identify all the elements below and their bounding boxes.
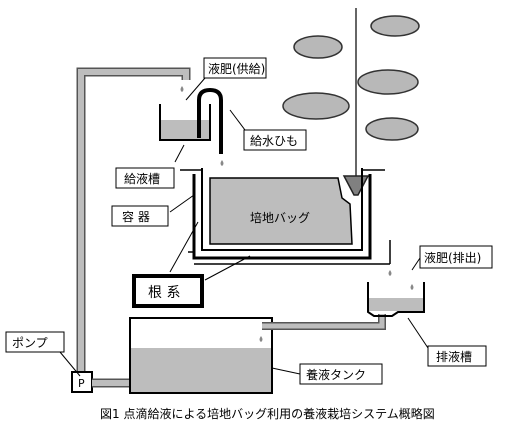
leader-line <box>174 144 185 163</box>
label-box <box>115 167 175 189</box>
leaf <box>370 15 420 37</box>
label-roots: 根 系 <box>148 285 180 301</box>
supply-tank-liquid <box>161 120 209 139</box>
pump-symbol: P <box>78 377 85 390</box>
label-drain-fertilizer: 液肥(排出) <box>424 250 481 265</box>
drip-drop <box>180 86 184 92</box>
leader-line <box>204 255 251 281</box>
label-box <box>5 331 65 353</box>
label-box <box>419 245 493 269</box>
label-box <box>203 57 267 79</box>
container-inner-wall <box>201 168 363 251</box>
leader-line <box>271 367 301 375</box>
wick <box>197 87 223 154</box>
leader-line <box>407 317 429 349</box>
drain-tank-liquid <box>369 298 423 311</box>
label-box <box>243 129 307 151</box>
label-wick: 給水ひも <box>250 134 298 148</box>
label-drain-tank: 排液槽 <box>436 349 472 364</box>
delivery-pipe-inner <box>78 69 189 380</box>
leader-line <box>185 77 206 101</box>
drip-drop <box>220 160 224 166</box>
label-container: 容 器 <box>122 209 150 224</box>
nutrient-tank-liquid <box>131 348 271 392</box>
leaf <box>282 92 350 120</box>
label-box-roots <box>132 274 204 308</box>
leader-line <box>169 221 199 273</box>
drip-drop <box>259 336 263 342</box>
label-box <box>111 205 169 227</box>
leader-line <box>169 194 195 213</box>
label-nutrient-tank: 養液タンク <box>306 367 366 382</box>
label-supply-tank: 給液槽 <box>124 171 160 186</box>
return-pipe-inner <box>262 314 385 329</box>
drip-drop <box>388 270 392 276</box>
leaf <box>293 35 343 59</box>
leader-line <box>411 257 421 271</box>
label-supply-fertilizer: 液肥(供給) <box>208 61 265 76</box>
container-outer-wall <box>192 174 372 260</box>
drain-tank <box>367 282 425 317</box>
figure-caption: 図1 点滴給液による培地バッグ利用の養液栽培システム概略図 <box>100 406 435 421</box>
label-box <box>299 363 383 385</box>
leaf <box>357 69 419 95</box>
supply-tank <box>159 104 211 141</box>
leader-line <box>229 109 246 131</box>
root-plug <box>342 175 370 196</box>
leader-line <box>59 351 81 377</box>
label-box <box>427 345 487 367</box>
medium-bag-label: 培地バッグ <box>250 210 310 225</box>
drip-drop <box>410 284 414 290</box>
medium-bag <box>209 177 353 245</box>
label-pump: ポンプ <box>12 336 48 350</box>
leaf <box>365 117 419 141</box>
